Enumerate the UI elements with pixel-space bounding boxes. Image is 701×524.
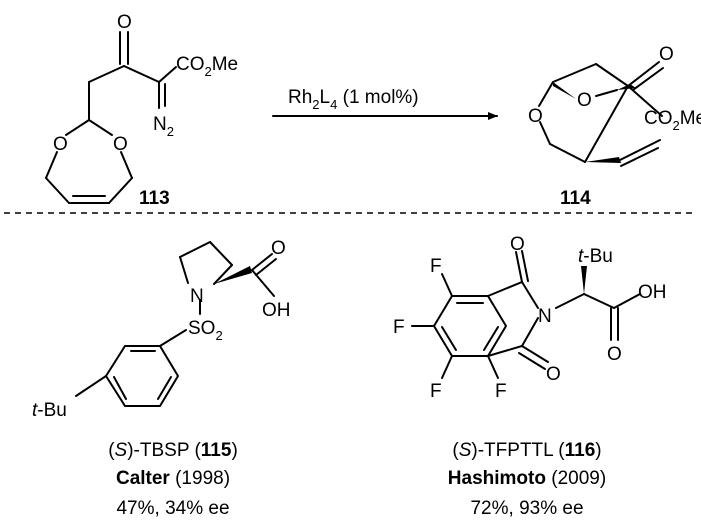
catalyst-115-caption: (S)-TBSP (115) <box>108 440 238 461</box>
product-ring-oxygen: O <box>528 106 543 127</box>
product-114-structure <box>538 61 664 167</box>
catalyst-116-hydroxyl: OH <box>638 282 667 303</box>
catalyst-116-top-oxygen: O <box>510 234 525 255</box>
product-bridge-oxygen: O <box>577 90 592 111</box>
reactant-ester-group: CO2Me <box>176 54 238 79</box>
catalyst-115-structure <box>75 241 277 407</box>
catalyst-116-fluorine-2: F <box>393 317 405 338</box>
catalyst-115-author: Calter (1998) <box>116 468 230 489</box>
catalyst-116-fluorine-4: F <box>495 381 507 402</box>
catalyst-115-hydroxyl: OH <box>262 300 291 321</box>
reactant-keto-oxygen: O <box>117 12 132 33</box>
catalyst-116-fluorine-1: F <box>430 256 442 277</box>
catalyst-115-result: 47%, 34% ee <box>116 498 229 519</box>
catalyst-115-tert-butyl: t-Bu <box>32 400 67 421</box>
catalyst-116-result: 72%, 93% ee <box>470 498 583 519</box>
catalyst-116-nitrogen: N <box>538 306 552 327</box>
catalyst-116-caption: (S)-TFPTTL (116) <box>452 440 601 461</box>
catalyst-116-fluorine-3: F <box>430 381 442 402</box>
reactant-compound-number: 113 <box>139 188 170 209</box>
catalyst-116-acid-oxygen: O <box>607 344 622 365</box>
product-keto-oxygen: O <box>659 44 674 65</box>
reactant-acetal-oxygen-left: O <box>53 134 68 155</box>
product-ester-group: CO2Me <box>644 108 701 133</box>
catalyst-115-nitrogen: N <box>190 286 204 307</box>
reaction-reagent: Rh2L4 (1 mol%) <box>288 87 419 112</box>
catalyst-115-sulfonyl: SO2 <box>188 318 223 343</box>
catalyst-116-bottom-oxygen: O <box>546 364 561 385</box>
catalyst-115-carbonyl-oxygen: O <box>271 238 286 259</box>
catalyst-116-author: Hashimoto (2009) <box>448 468 606 489</box>
reactant-acetal-oxygen-right: O <box>113 134 128 155</box>
catalyst-116-tert-butyl: t-Bu <box>578 246 613 267</box>
reactant-diazo-group: N2 <box>153 114 174 139</box>
reactant-113-structure <box>45 31 177 204</box>
product-compound-number: 114 <box>560 188 591 209</box>
catalyst-116-structure <box>411 250 641 379</box>
